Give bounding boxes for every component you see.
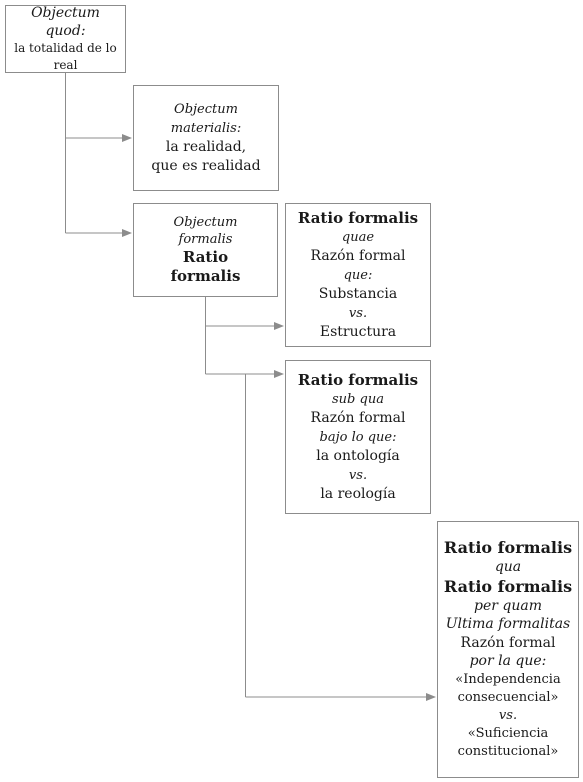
ratio-quae-vs: vs.	[348, 305, 368, 321]
objectum-formalis-title2: formalis	[178, 232, 233, 247]
ratio-qua-line4: consecuencial»	[457, 689, 559, 705]
ratio-quae-line2: que:	[343, 267, 373, 283]
ratio-quae-heading: Ratio formalis	[297, 208, 419, 227]
objectum-quod-box: Objectum quod: la totalidad de lo real	[5, 5, 126, 73]
objectum-formalis-bold1: Ratio	[182, 248, 229, 266]
ratio-qua-line2: por la que:	[469, 653, 547, 670]
objectum-formalis-title1: Objectum	[173, 215, 238, 230]
ratio-sub-qua-line3: la ontología	[316, 447, 400, 464]
ratio-sub-qua-vs: vs.	[348, 467, 368, 483]
ratio-sub-qua-line4: la reología	[320, 485, 396, 502]
ratio-qua-line5: «Suficiencia	[467, 725, 549, 741]
objectum-materialis-title1: Objectum	[174, 102, 238, 117]
ratio-qua-vs: vs.	[498, 707, 518, 723]
ratio-qua-line1: Razón formal	[460, 634, 556, 651]
ratio-qua-line6: constitucional»	[457, 743, 559, 759]
objectum-materialis-line2: que es realidad	[151, 158, 261, 174]
ratio-formalis-qua-box: Ratio formalis qua Ratio formalis per qu…	[437, 521, 579, 778]
ratio-qua-heading1: Ratio formalis	[443, 538, 573, 558]
ratio-quae-line4: Estructura	[319, 323, 397, 340]
objectum-materialis-title2: materialis:	[170, 121, 242, 136]
ratio-qua-sub2: per quam	[474, 597, 542, 614]
objectum-quod-line2: real	[53, 58, 78, 72]
ratio-sub-qua-line1: Razón formal	[310, 409, 406, 426]
ratio-formalis-quae-box: Ratio formalis quae Razón formal que: Su…	[285, 203, 431, 347]
ratio-quae-line1: Razón formal	[310, 247, 406, 264]
ratio-qua-sub3: Ultima formalitas	[445, 616, 571, 633]
ratio-qua-line3: «Independencia	[455, 671, 561, 687]
ratio-qua-heading2: Ratio formalis	[443, 576, 573, 596]
ratio-sub-qua-line2: bajo lo que:	[319, 429, 397, 445]
ratio-sub-qua-heading: Ratio formalis	[297, 370, 419, 389]
objectum-materialis-box: Objectum materialis: la realidad, que es…	[133, 85, 279, 191]
ratio-formalis-sub-qua-box: Ratio formalis sub qua Razón formal bajo…	[285, 360, 431, 514]
objectum-materialis-line1: la realidad,	[165, 139, 247, 155]
ratio-qua-sub1: qua	[494, 559, 522, 576]
objectum-formalis-box: Objectum formalis Ratio formalis	[133, 203, 278, 297]
objectum-quod-title: Objectum quod:	[31, 5, 100, 39]
ratio-quae-line3: Substancia	[318, 285, 398, 302]
ratio-sub-qua-sub: sub qua	[332, 391, 384, 407]
ratio-quae-sub: quae	[341, 229, 375, 245]
objectum-quod-line1: la totalidad de lo	[14, 41, 117, 55]
objectum-formalis-bold2: formalis	[170, 267, 241, 285]
